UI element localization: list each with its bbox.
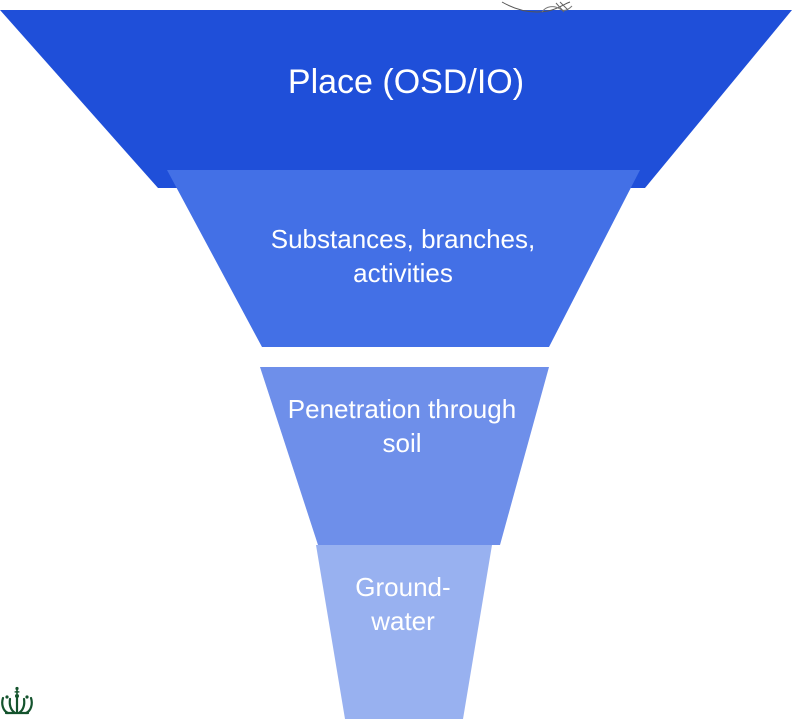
stage-substances-band	[167, 170, 640, 347]
stage-label-groundwater: Ground- water	[355, 572, 451, 637]
stage-label-penetration: Penetration through soil	[287, 394, 517, 459]
stage-penetration-band	[260, 367, 549, 545]
stage-label-substances: Substances, branches, activities	[270, 224, 536, 289]
royal-crown-icon	[1, 686, 33, 715]
corner-sketch-mark	[501, 1, 573, 13]
stage-label-place: Place (OSD/IO)	[287, 63, 525, 101]
stage-place-band	[0, 10, 792, 188]
stage-groundwater-band	[316, 545, 492, 719]
